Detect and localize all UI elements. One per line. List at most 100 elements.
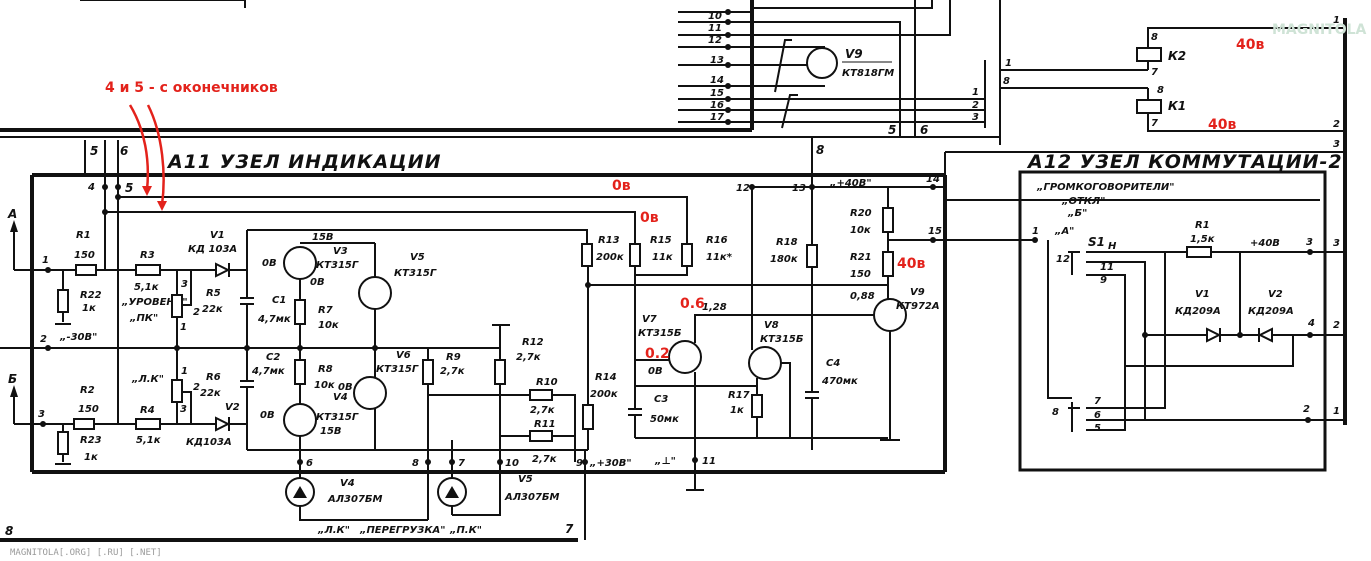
pot-pin: 1 [181,366,188,377]
r11-value: 2,7к [532,454,557,465]
r1-a12-value: 1,5к [1190,234,1215,245]
relay-pin: 7 [1151,67,1158,78]
pin-label: 12 [708,35,722,46]
switch-off-label: „ОТКЛ" [1061,196,1105,207]
voltage-annotation: 40в [897,256,925,272]
diode-v1 [215,262,231,278]
potentiometer-r5 [171,294,183,318]
v8-label: V8 [764,320,779,331]
pot-pin: 3 [180,404,187,415]
r23-label: R23 [80,435,102,446]
r3-value: 5,1к [134,282,159,293]
contact-label: 8 [1052,407,1059,418]
resistor-r14 [582,404,594,430]
v1-type: КД 103А [188,244,237,255]
bus-label: 3 [1333,139,1340,150]
r23-value: 1к [84,452,98,463]
r10-label: R10 [536,377,558,388]
r6-value: 22к [200,388,221,399]
minus30-label: „-30В" [59,332,97,343]
r9-value: 2,7к [440,366,465,377]
c2-value: 4,7мк [251,366,285,377]
a11-indicator-unit: А11 УЗЕЛ ИНДИКАЦИИ 8 7 5 6 4 5 А 1 R1 15… [0,140,1035,542]
v1-label: V1 [210,230,225,241]
resistor-r2 [73,418,95,430]
diode-v2 [215,416,231,432]
c4-label: С4 [826,358,840,369]
a11-title: А11 УЗЕЛ ИНДИКАЦИИ [166,151,442,173]
node-label: 8 [412,458,419,469]
node-label: 10 [505,458,519,469]
pin-label: 15 [710,88,724,99]
voltage-annotation: 40в [1208,117,1236,133]
pin-label: 5 [125,181,133,195]
bus-label: 3 [972,112,979,123]
v6-label: V6 [396,350,411,361]
v7-collector-voltage: 1,28 [702,302,727,313]
v5-label: V5 [410,252,425,263]
relay-k1-label: К1 [1168,99,1186,113]
r16-value: 11к* [706,252,733,263]
transistor-v7 [668,340,702,374]
v4-emitter-voltage: 0В [260,410,275,421]
led-v4-type: АЛ307БМ [327,494,383,505]
relay-pin: 8 [1151,32,1158,43]
r12-value: 2,7к [516,352,541,363]
top-section: 10 11 12 13 14 15 16 17 V9 КТ818ГМ 1 2 3… [0,0,1347,450]
r14-value: 200к [590,389,618,400]
r4-label: R4 [140,405,155,416]
pin-dots [725,9,731,125]
contact-label: 5 [1094,423,1101,434]
v2-a12-label: V2 [1268,289,1283,300]
resistor-r4 [135,418,161,430]
pin-label: 10 [708,11,722,22]
pin-label: 11 [708,23,722,34]
resistor-r22 [57,289,69,313]
caption-lk: „Л.К" [317,525,350,536]
caption-overload: „ПЕРЕГРУЗКА" [359,525,445,536]
v4-label: V4 [333,392,348,403]
r7-label: R7 [318,305,333,316]
r8-value: 10к [314,380,335,391]
r5-value: 22к [202,304,223,315]
contact-label: 12 [1056,254,1070,265]
transistor-v5 [358,276,392,310]
v7-label: V7 [642,314,657,325]
r2-label: R2 [80,385,95,396]
bus-label: 7 [565,522,574,536]
v5-type: КТ315Г [394,268,437,279]
bus-label: 2 [972,100,979,111]
r1-label: R1 [76,230,91,241]
led-v5-type: АЛ307БМ [504,492,560,503]
resistor-r15 [629,243,641,267]
contact-label: 9 [1100,275,1107,286]
c1-value: 4,7мк [257,314,291,325]
resistor-r12 [494,359,506,385]
pin-label: 13 [710,55,724,66]
r1-value: 150 [74,250,95,261]
plus40-label: „+40В" [829,178,872,189]
voltage-annotation: 0.6 [680,296,705,312]
note-terminals: 4 и 5 - с оконечников [105,80,278,96]
lk-label: „Л.К" [131,374,164,385]
voltage-annotation: 40в [1236,37,1264,53]
r20-label: R20 [850,208,872,219]
r15-label: R15 [650,235,672,246]
input-b-label: Б [8,372,17,386]
relay-k2-coil [1136,47,1162,62]
relay-pin: 7 [1151,118,1158,129]
c3-value: 50мк [650,414,679,425]
voltage-annotation: 0в [640,210,659,226]
bus-label: 1 [972,87,979,98]
pin-label: 14 [710,75,724,86]
node-label: 1 [42,255,49,266]
relay-k1-coil [1136,99,1162,114]
logo: MAGNITOLA [1272,22,1367,38]
c1-label: С1 [272,295,286,306]
v3-label: V3 [333,246,348,257]
r17-value: 1к [730,405,744,416]
transistor-v8 [748,346,782,380]
pin-label: 4 [87,182,95,193]
red-annotations: 4 и 5 - с оконечников 0в 0в 40в 0.6 0.2 … [105,37,1264,362]
r2-value: 150 [78,404,99,415]
